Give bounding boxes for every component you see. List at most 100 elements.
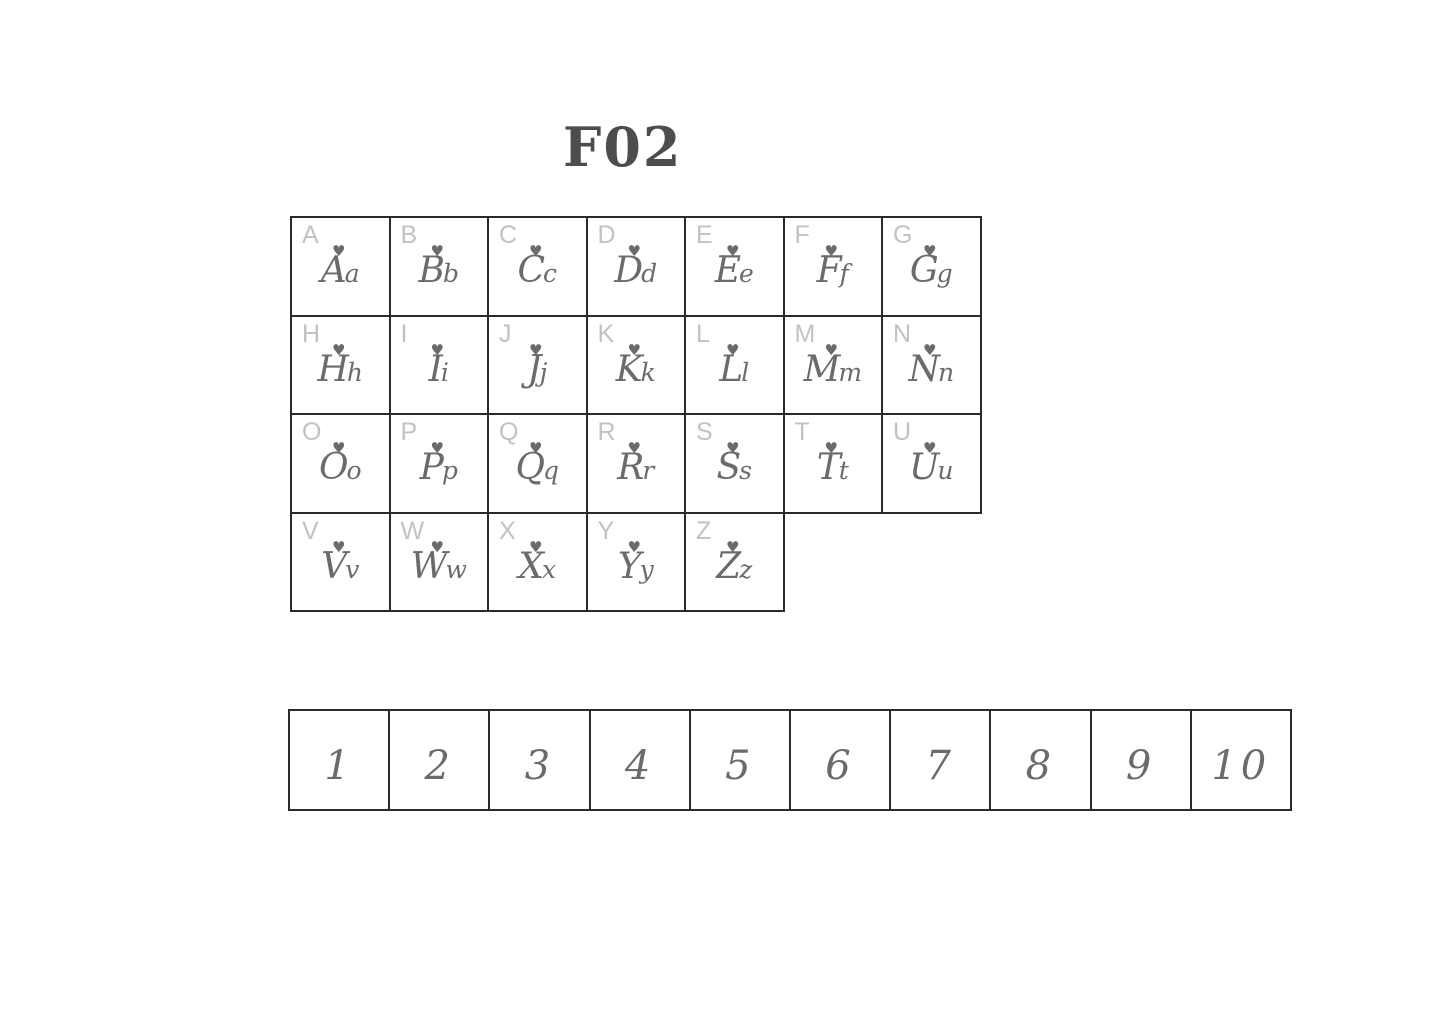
glyph-lower: e xyxy=(738,259,754,288)
letter-cell-s: S ♥ Ss xyxy=(684,413,785,514)
glyph-upper: Z xyxy=(716,545,741,587)
glyph-lower: d xyxy=(641,259,658,288)
letter-cell-o: O ♥ Oo xyxy=(290,413,391,514)
glyph-upper: U xyxy=(909,447,939,488)
heart-icon: ♥ xyxy=(726,340,740,359)
glyph-lower: s xyxy=(739,456,752,485)
number-cell-3: 3 xyxy=(488,709,591,811)
glyph-upper: A xyxy=(320,250,347,291)
glyph-upper: Y xyxy=(617,545,642,587)
glyph-lower: q xyxy=(543,456,560,485)
heart-icon: ♥ xyxy=(923,242,937,260)
letter-glyph: Hh xyxy=(292,349,389,390)
alphabet-row: H ♥ Hh I ♥ Ii J ♥ Jj K ♥ Kk L ♥ Ll M ♥ M… xyxy=(290,314,982,415)
letter-hint: K xyxy=(597,319,615,348)
letter-glyph: Yy xyxy=(588,546,685,587)
number-cell-5: 5 xyxy=(688,709,791,811)
heart-icon: ♥ xyxy=(332,242,346,260)
letter-glyph: Nn xyxy=(883,349,980,390)
letter-hint: I xyxy=(400,319,408,348)
letter-glyph: Qq xyxy=(489,447,586,488)
glyph-lower: x xyxy=(542,554,557,584)
glyph-upper: T xyxy=(816,447,841,488)
glyph-upper: E xyxy=(714,250,741,291)
glyph-lower: f xyxy=(839,259,849,288)
letter-cell-g: G ♥ Gg xyxy=(881,216,982,317)
letter-cell-k: K ♥ Kk xyxy=(585,314,686,415)
letter-cell-y: Y ♥ Yy xyxy=(585,511,686,612)
letter-cell-n: N ♥ Nn xyxy=(881,314,982,415)
letter-hint: M xyxy=(794,319,816,348)
letter-hint: O xyxy=(302,418,322,446)
glyph-upper: H xyxy=(317,348,348,390)
heart-icon: ♥ xyxy=(824,340,838,359)
letter-hint: N xyxy=(893,319,912,348)
glyph-upper: R xyxy=(617,447,644,488)
number-cell-6: 6 xyxy=(788,709,892,811)
letter-hint: Y xyxy=(597,516,615,545)
glyph-lower: u xyxy=(937,456,954,485)
letter-hint: E xyxy=(696,221,713,249)
glyph-lower: a xyxy=(344,259,360,288)
letter-hint: A xyxy=(302,221,319,249)
letter-cell-h: H ♥ Hh xyxy=(290,314,391,415)
glyph-upper: I xyxy=(428,348,443,390)
glyph-upper: F xyxy=(816,250,842,291)
letter-hint: J xyxy=(499,319,512,348)
letter-glyph: Ii xyxy=(391,349,488,390)
letter-glyph: Kk xyxy=(588,349,685,390)
glyph-lower: k xyxy=(640,357,656,387)
glyph-upper: V xyxy=(321,545,347,587)
number-cell-10: 10 xyxy=(1189,709,1292,811)
glyph-upper: K xyxy=(615,348,643,390)
glyph-lower: g xyxy=(936,259,953,288)
glyph-lower: l xyxy=(741,357,750,387)
letter-cell-w: W ♥ Ww xyxy=(388,511,489,612)
letter-glyph: Vv xyxy=(292,546,389,587)
letter-cell-i: I ♥ Ii xyxy=(388,314,489,415)
page-title: F02 xyxy=(563,115,683,179)
heart-icon: ♥ xyxy=(923,340,937,359)
heart-icon: ♥ xyxy=(430,340,444,359)
heart-icon: ♥ xyxy=(430,537,444,556)
heart-icon: ♥ xyxy=(726,439,740,457)
heart-icon: ♥ xyxy=(824,439,838,457)
glyph-upper: Q xyxy=(515,447,544,488)
letter-hint: U xyxy=(893,418,912,446)
glyph-upper: O xyxy=(318,447,348,488)
glyph-lower: m xyxy=(838,357,863,387)
letter-hint: Q xyxy=(499,418,519,446)
letter-glyph: Ff xyxy=(785,250,882,291)
number-cell-7: 7 xyxy=(889,709,992,811)
number-cell-8: 8 xyxy=(989,709,1092,811)
letter-glyph: Rr xyxy=(588,447,685,488)
heart-icon: ♥ xyxy=(627,439,641,457)
heart-icon: ♥ xyxy=(529,537,543,556)
letter-cell-c: C ♥ Cc xyxy=(487,216,588,317)
glyph-lower: n xyxy=(937,357,955,387)
letter-cell-q: Q ♥ Qq xyxy=(487,413,588,514)
glyph-upper: D xyxy=(614,250,643,291)
letter-hint: P xyxy=(400,418,418,446)
letter-cell-d: D ♥ Dd xyxy=(585,216,686,317)
heart-icon: ♥ xyxy=(627,537,641,556)
letter-hint: X xyxy=(499,516,516,545)
glyph-lower: h xyxy=(346,357,363,387)
letter-glyph: Ss xyxy=(686,447,783,488)
letter-glyph: Bb xyxy=(391,250,488,291)
number-cell-4: 4 xyxy=(588,709,691,811)
glyph-lower: w xyxy=(445,554,467,584)
letter-glyph: Zz xyxy=(686,546,783,587)
letter-cell-e: E ♥ Ee xyxy=(684,216,785,317)
alphabet-row: O ♥ Oo P ♥ Pp Q ♥ Qq R ♥ Rr S ♥ Ss T ♥ T… xyxy=(290,413,982,514)
glyph-upper: N xyxy=(908,348,939,390)
glyph-lower: i xyxy=(440,357,449,387)
heart-icon: ♥ xyxy=(430,242,444,260)
letter-cell-p: P ♥ Pp xyxy=(388,413,489,514)
letter-glyph: Dd xyxy=(588,250,685,291)
glyph-lower: z xyxy=(739,554,753,584)
glyph-upper: L xyxy=(719,348,743,390)
glyph-upper: W xyxy=(410,545,448,587)
heart-icon: ♥ xyxy=(627,340,641,359)
letter-cell-z: Z ♥ Zz xyxy=(684,511,785,612)
